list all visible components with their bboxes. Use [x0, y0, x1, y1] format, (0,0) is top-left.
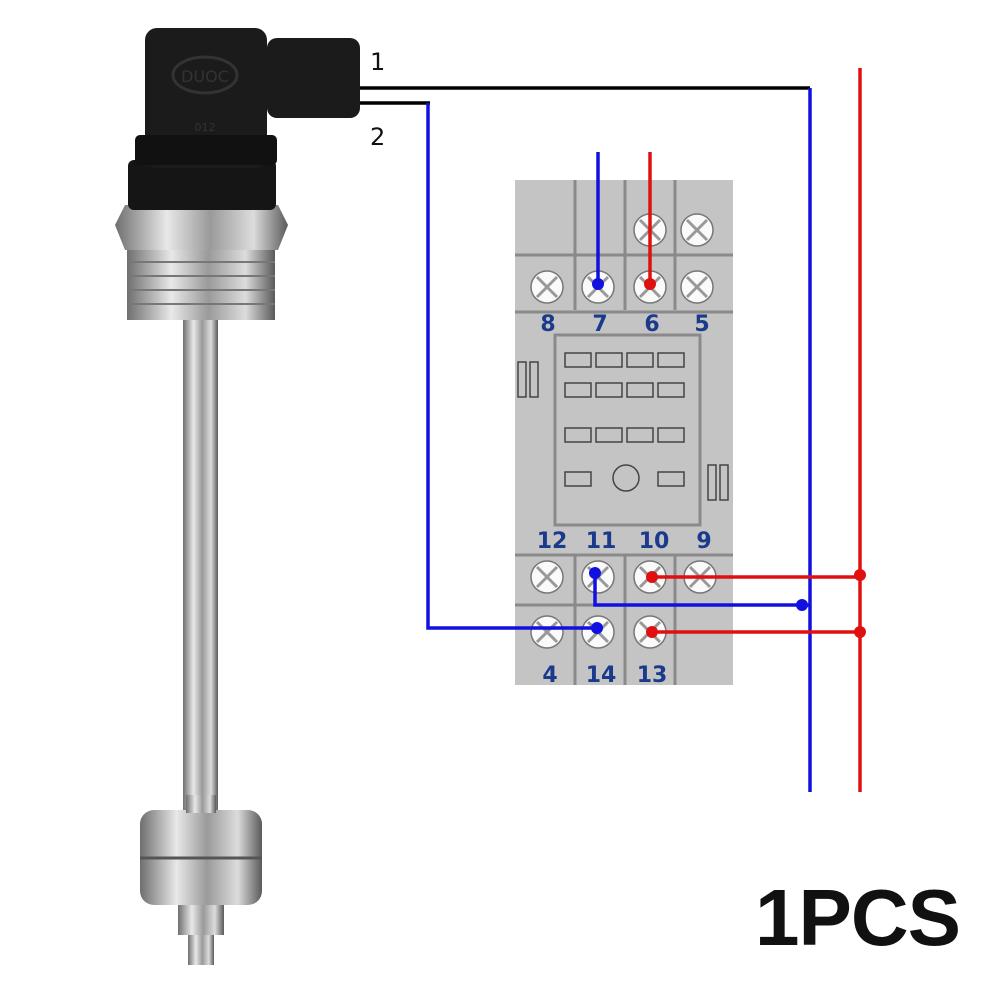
wire-junction-dots: [589, 278, 866, 638]
sensor-brand-mark: DUOC: [181, 67, 229, 86]
screw-slot: [535, 275, 559, 299]
cable-gland: [267, 38, 360, 118]
bottom-terminal-labels: 4 14 13: [542, 663, 667, 688]
terminal-label: 14: [586, 663, 617, 688]
terminal-label: 11: [586, 529, 617, 554]
terminal-label: 13: [637, 663, 668, 688]
quantity-label: 1PCS: [755, 873, 961, 962]
sensor-hex-nut: [115, 205, 288, 250]
top-terminal-labels: 8 7 6 5: [540, 312, 709, 337]
terminal-label: 10: [639, 529, 670, 554]
wire-label-2: 2: [370, 123, 385, 151]
screw-slot: [535, 620, 559, 644]
terminal-label: 6: [644, 312, 659, 337]
screw-slot: [685, 218, 709, 242]
middle-terminal-labels: 12 11 10 9: [537, 529, 712, 554]
terminal-label: 7: [592, 312, 607, 337]
wire-label-1: 1: [370, 48, 385, 76]
wire-2-blue: [426, 103, 597, 630]
sensor-thread: [127, 248, 275, 320]
terminal-label: 12: [537, 529, 568, 554]
screw-slot: [685, 275, 709, 299]
sensor-model-mark: 012: [195, 121, 216, 134]
terminal-label: 5: [694, 312, 709, 337]
relay-socket-base: 8 7 6 5 12 11 10 9 4 14 13: [515, 180, 733, 688]
screw-slot: [535, 565, 559, 589]
terminal-label: 8: [540, 312, 555, 337]
wire-terminal-11: [593, 573, 810, 607]
terminal-label: 4: [542, 663, 557, 688]
sensor-connector: [145, 28, 267, 168]
wires: [360, 68, 862, 792]
sensor-cap: [128, 160, 276, 210]
terminal-label: 9: [696, 529, 711, 554]
sensor-rod: [183, 310, 218, 810]
float-level-sensor: DUOC 012: [115, 28, 360, 965]
